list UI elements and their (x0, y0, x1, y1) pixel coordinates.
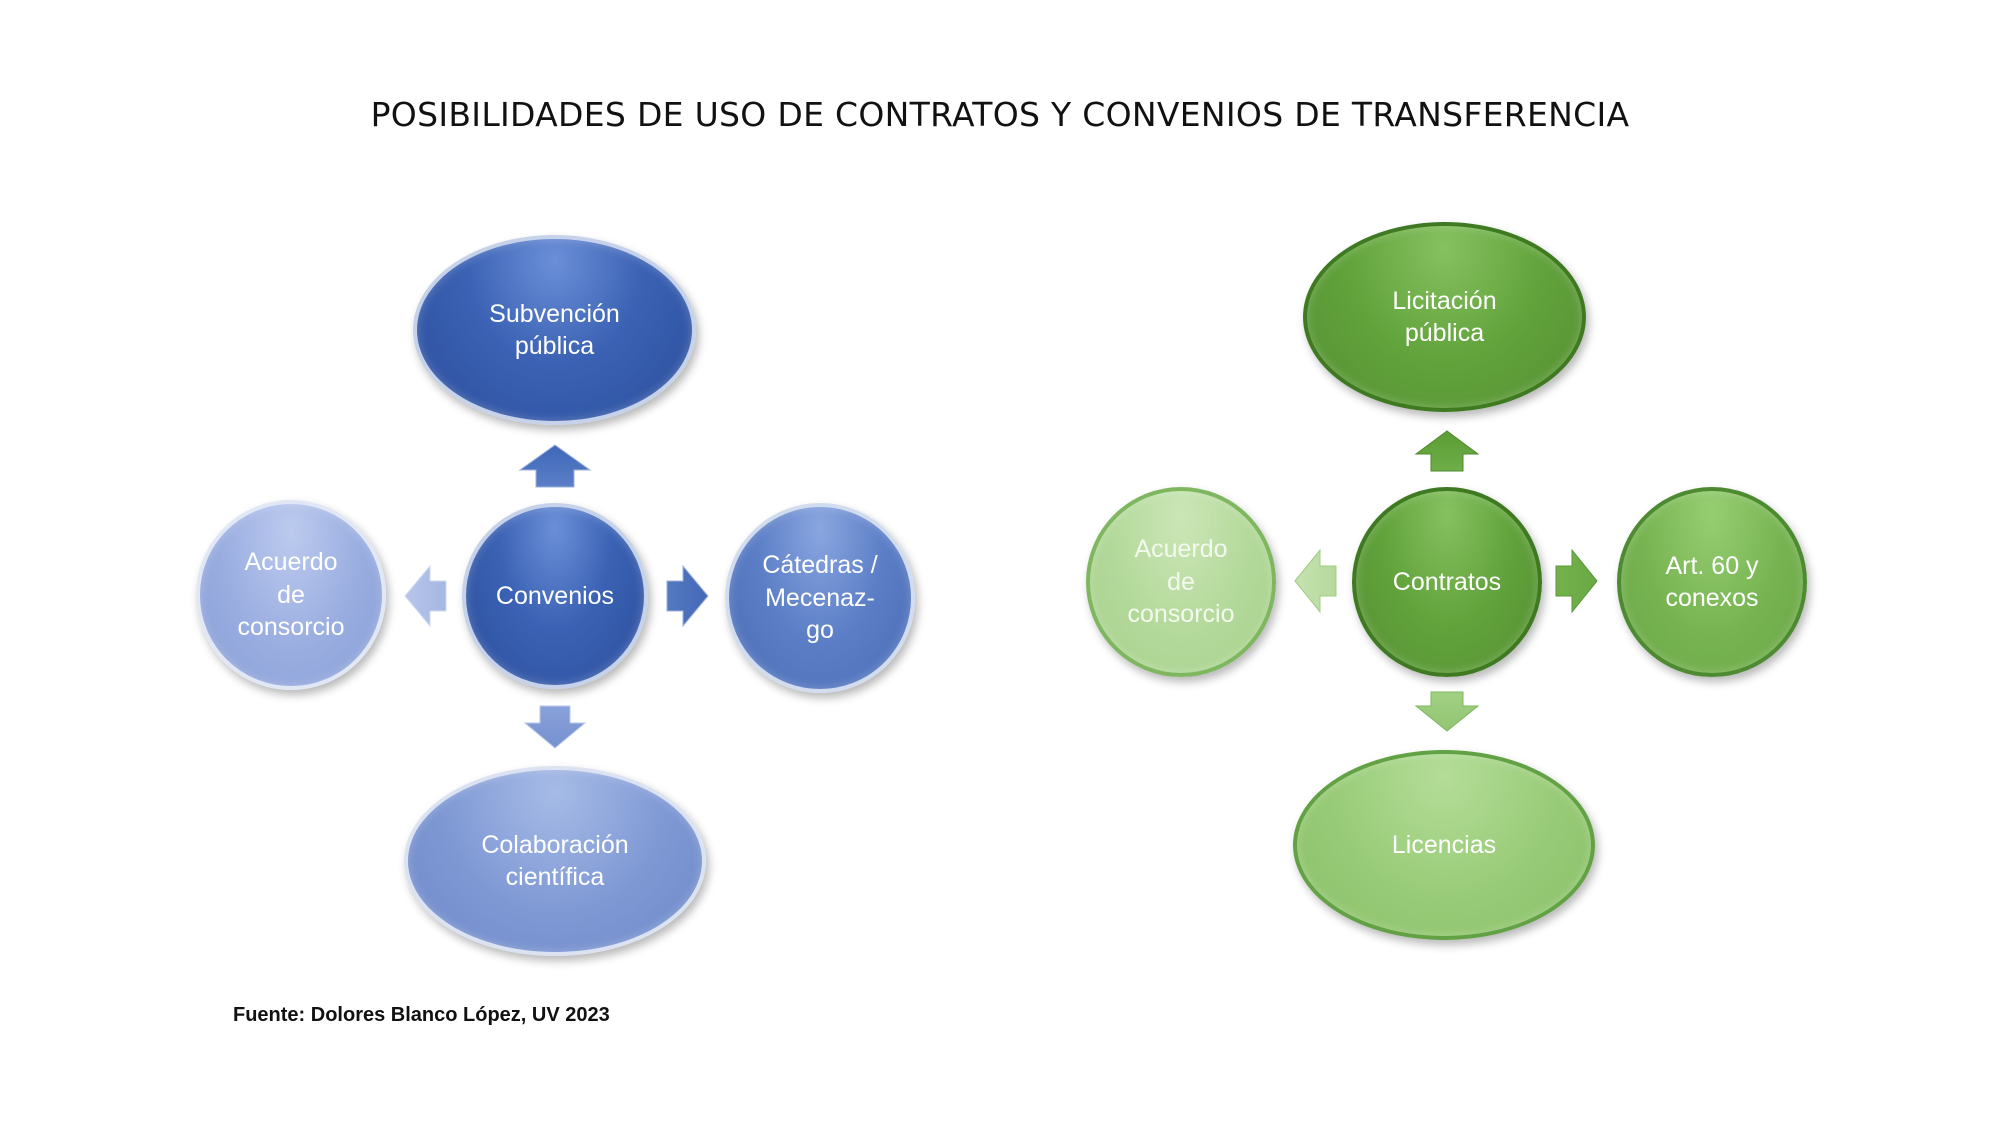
node-colaboracion-cientifica: Colaboración científica (404, 766, 706, 956)
node-licitacion-publica: Licitación pública (1303, 222, 1586, 412)
node-acuerdo-consorcio-blue: Acuerdo de consorcio (196, 500, 386, 690)
node-licencias: Licencias (1293, 750, 1595, 940)
node-label: Acuerdo de consorcio (237, 548, 345, 642)
arrow-left-to-acuerdo-green (1294, 548, 1337, 614)
arrow-right-to-catedras (666, 564, 709, 628)
node-convenios-center: Convenios (462, 503, 648, 689)
arrow-left-to-acuerdo-blue (404, 564, 447, 628)
node-label: Cátedras / Mecenaz- go (762, 551, 878, 645)
node-acuerdo-consorcio-green: Acuerdo de consorcio (1086, 487, 1276, 677)
arrow-right-to-art60 (1555, 548, 1598, 614)
node-label: Acuerdo de consorcio (1127, 535, 1235, 629)
node-subvencion-publica: Subvención pública (413, 235, 696, 425)
arrow-down-to-colaboracion (523, 705, 587, 749)
node-contratos-center: Contratos (1352, 487, 1542, 677)
node-label: Contratos (1392, 567, 1502, 596)
node-label: Colaboración científica (481, 830, 629, 892)
node-label: Licencias (1391, 830, 1497, 859)
node-label: Convenios (495, 581, 615, 610)
node-label: Subvención pública (489, 299, 620, 361)
arrow-up-to-subvencion (518, 444, 592, 488)
diagram-title: POSIBILIDADES DE USO DE CONTRATOS Y CONV… (370, 95, 1630, 134)
arrow-down-to-licencias (1414, 691, 1480, 732)
node-art-60-conexos: Art. 60 y conexos (1617, 487, 1807, 677)
source-caption: Fuente: Dolores Blanco López, UV 2023 (233, 1004, 610, 1026)
node-label: Licitación pública (1392, 286, 1497, 348)
node-catedras-mecenazgo: Cátedras / Mecenaz- go (725, 503, 915, 693)
node-label: Art. 60 y conexos (1665, 551, 1759, 613)
arrow-up-to-licitacion (1414, 430, 1480, 472)
